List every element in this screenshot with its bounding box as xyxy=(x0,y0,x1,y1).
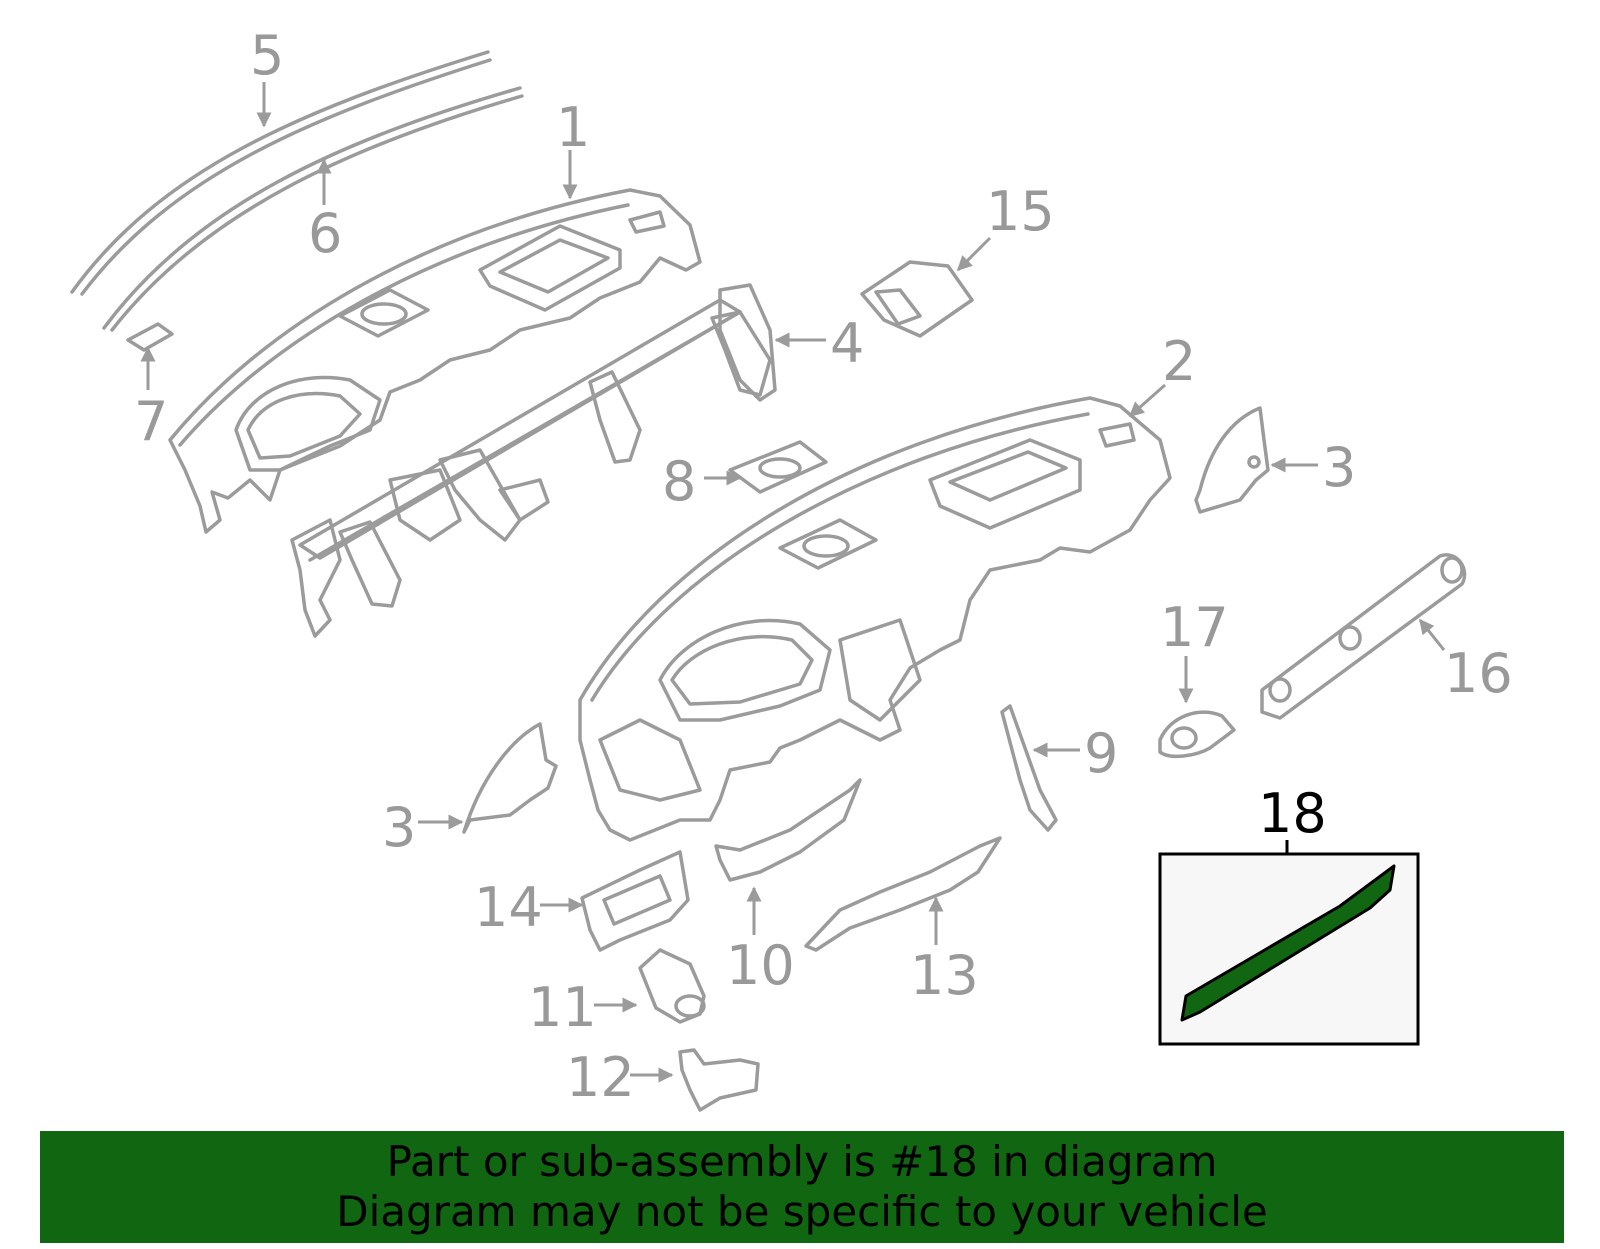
part-9-trim-strip xyxy=(1000,704,1058,832)
callout-18: 18 xyxy=(1258,782,1327,845)
callout-9: 9 xyxy=(1084,722,1118,785)
callout-1: 1 xyxy=(556,96,590,159)
callout-17: 17 xyxy=(1160,596,1229,659)
part-8-vent xyxy=(728,440,828,494)
part-4-cross-car-beam xyxy=(290,283,777,638)
part-13-lower-trim xyxy=(804,836,1002,952)
part-3-end-cap-left xyxy=(462,722,558,834)
callout-7: 7 xyxy=(134,390,168,453)
part-17-switch-bezel xyxy=(1158,710,1236,759)
part-18-highlight-box: 18 xyxy=(1158,782,1420,1046)
part-6-trim-strip xyxy=(102,86,524,332)
callout-5: 5 xyxy=(250,24,284,87)
part-12-bracket xyxy=(678,1048,760,1112)
exploded-parts-diagram: 5 6 1 7 4 15 2 3 8 16 17 9 3 14 10 13 11… xyxy=(70,24,1513,1112)
callout-3-right: 3 xyxy=(1322,436,1356,499)
callout-16: 16 xyxy=(1444,642,1513,705)
callout-13: 13 xyxy=(910,944,979,1007)
callout-3-left: 3 xyxy=(382,796,416,859)
callout-10: 10 xyxy=(726,934,795,997)
part-1-instrument-panel-upper xyxy=(168,188,702,534)
callout-6: 6 xyxy=(308,202,342,265)
callout-labels: 5 6 1 7 4 15 2 3 8 16 17 9 3 14 10 13 11… xyxy=(134,24,1513,1109)
callout-4: 4 xyxy=(830,312,864,375)
part-10-lower-bracket xyxy=(714,778,862,882)
part-15-bracket xyxy=(860,260,974,338)
info-banner: Part or sub-assembly is #18 in diagram D… xyxy=(40,1131,1564,1243)
callout-14: 14 xyxy=(474,876,543,939)
part-2-instrument-panel-assembly xyxy=(578,396,1172,842)
callout-2: 2 xyxy=(1162,330,1196,393)
callout-12: 12 xyxy=(566,1046,635,1109)
banner-line-2: Diagram may not be specific to your vehi… xyxy=(336,1187,1268,1236)
banner-line-1: Part or sub-assembly is #18 in diagram xyxy=(386,1137,1218,1186)
part-5-trim-strip xyxy=(70,50,492,296)
part-18-trim-strip xyxy=(1180,864,1396,1022)
part-7-bracket xyxy=(126,322,174,352)
part-16-trim-panel xyxy=(1260,553,1467,720)
part-14-switch-panel xyxy=(580,850,690,952)
leader-lines xyxy=(140,82,1446,1083)
callout-11: 11 xyxy=(528,976,597,1039)
part-11-switch xyxy=(638,948,706,1024)
part-3-end-cap-right xyxy=(1194,406,1270,514)
callout-8: 8 xyxy=(662,450,696,513)
callout-15: 15 xyxy=(986,180,1055,243)
